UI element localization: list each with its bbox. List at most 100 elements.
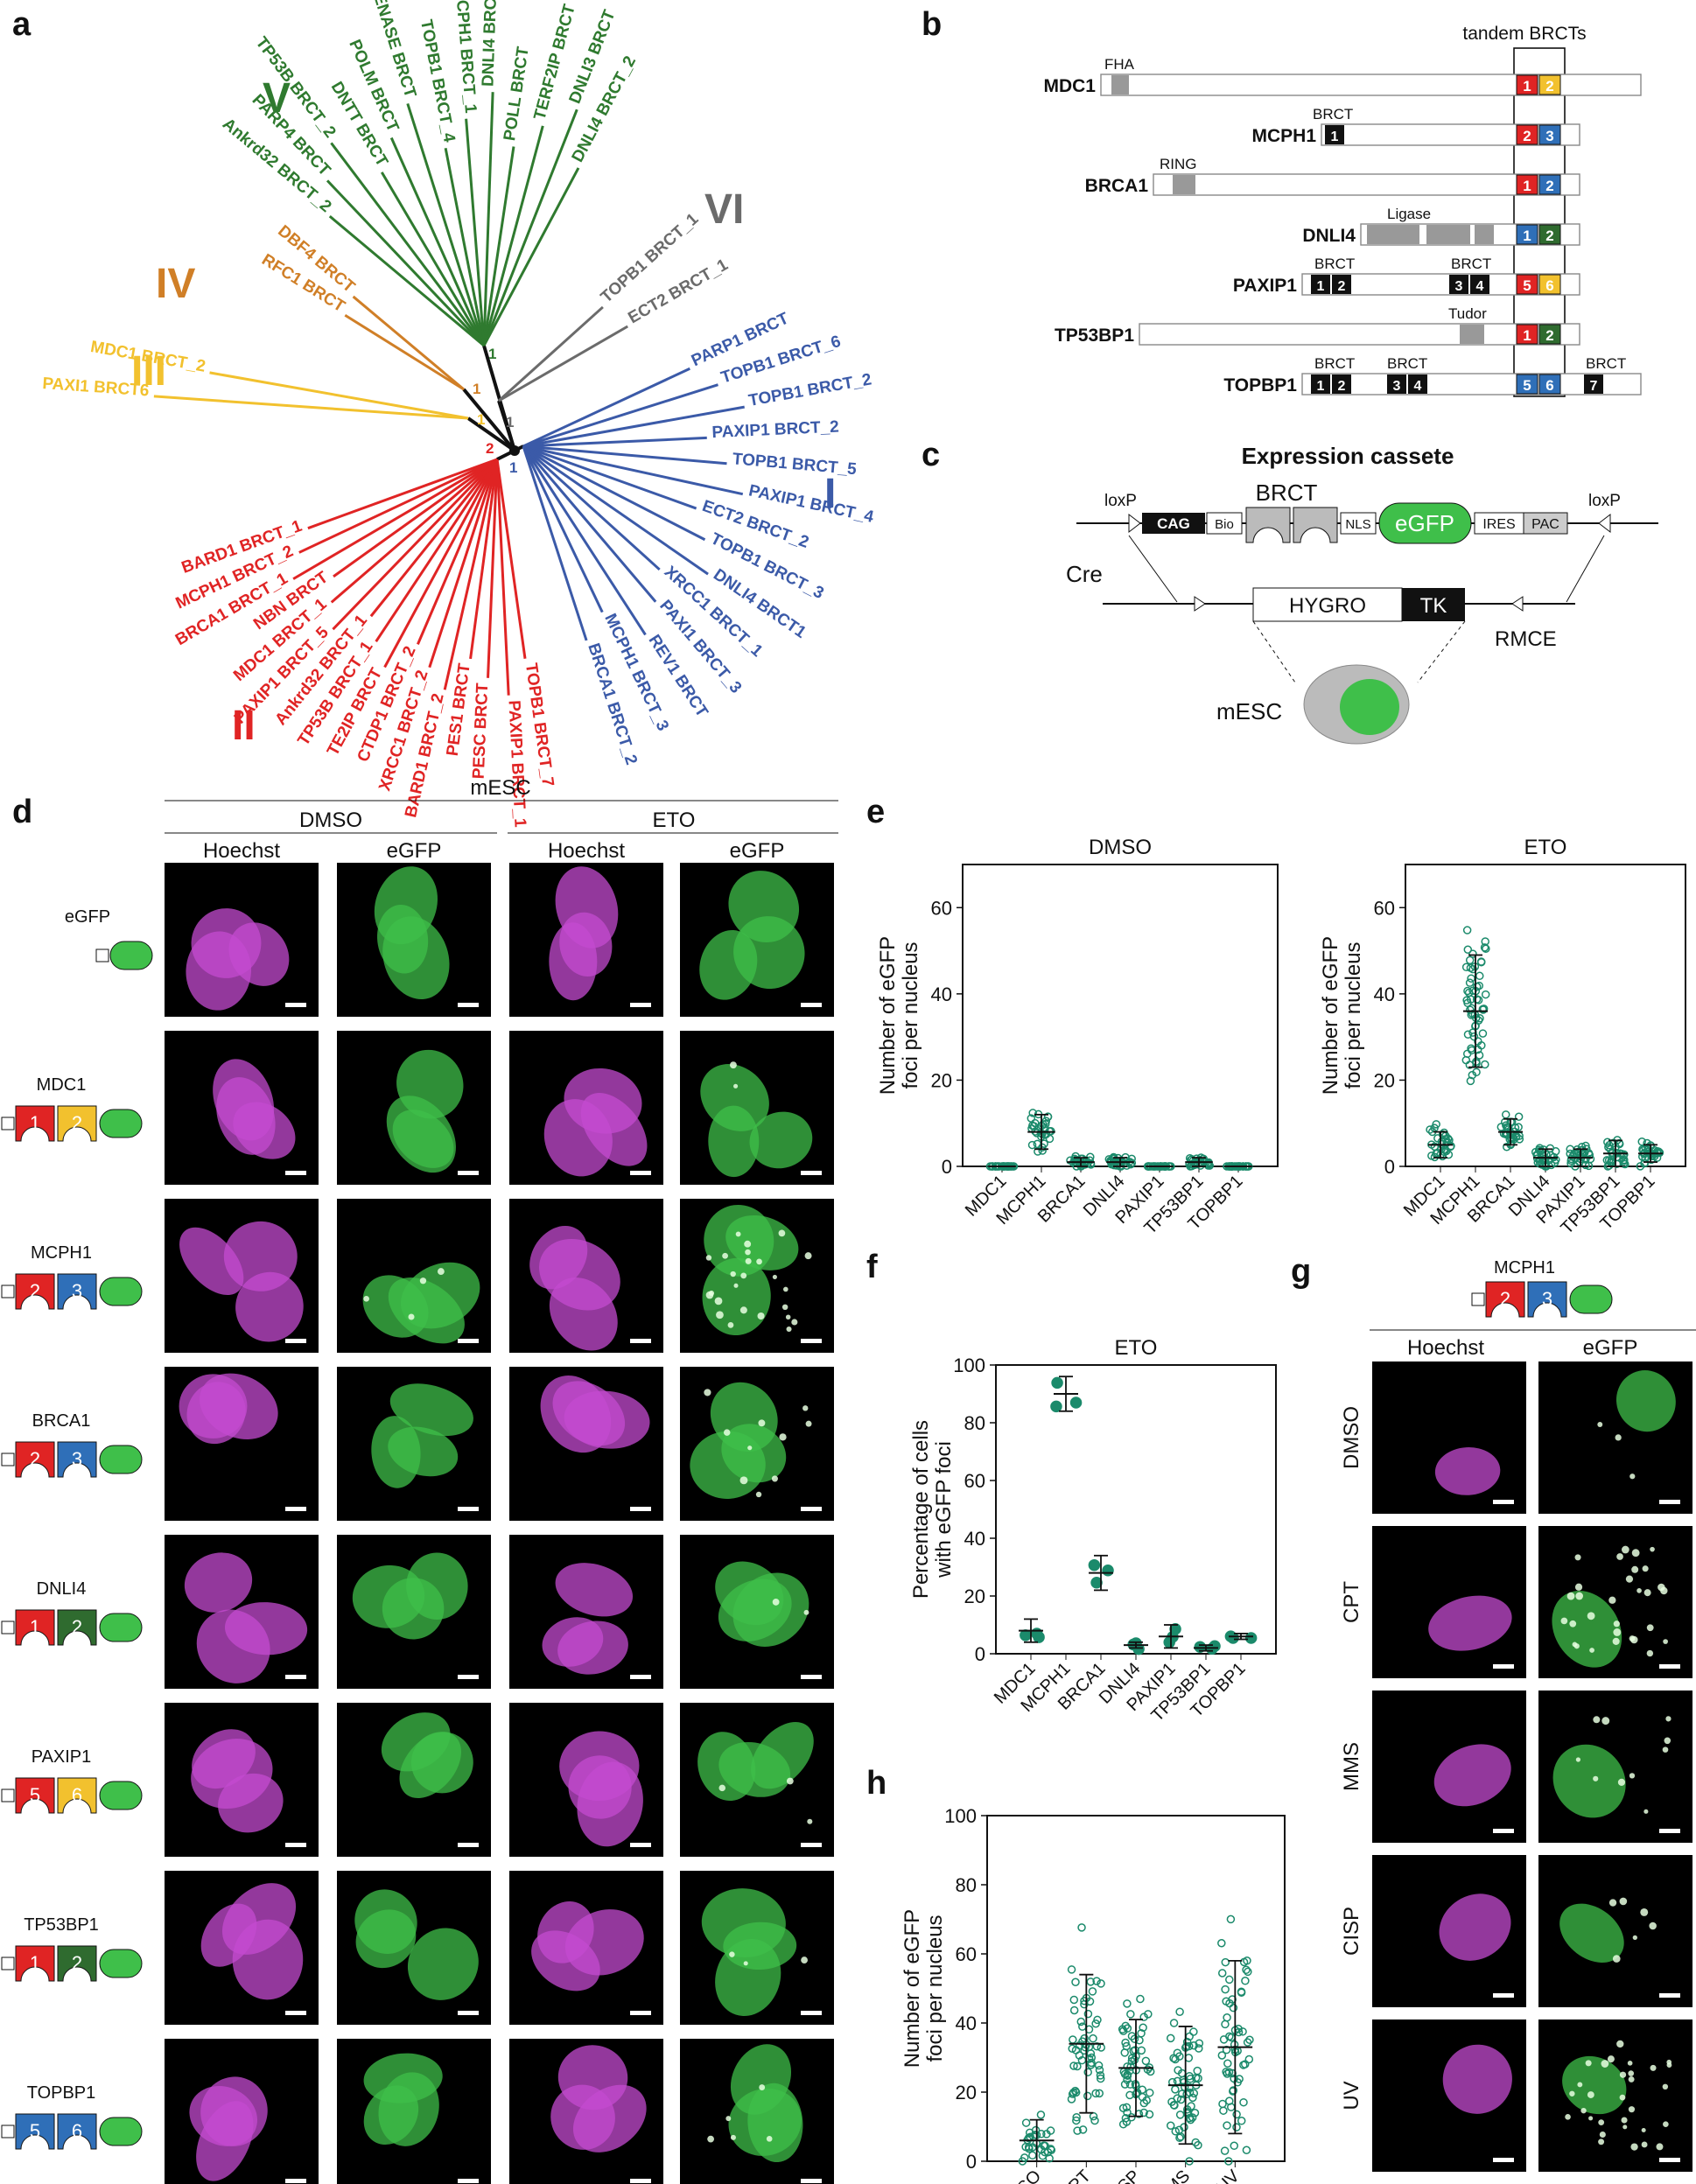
tree-branch (522, 444, 727, 466)
focus (714, 1297, 723, 1306)
y-axis-label: Number of eGFP (901, 1909, 924, 2068)
nucleus (407, 1928, 479, 2000)
nucleus (749, 1111, 813, 1169)
tree-branch (482, 146, 515, 346)
focus (1598, 2119, 1605, 2126)
focus (786, 1326, 792, 1333)
data-point (1072, 2116, 1081, 2125)
construct-name: eGFP (65, 907, 110, 927)
data-point (1225, 1975, 1234, 1984)
data-point (1144, 2010, 1153, 2019)
nucleus (224, 1602, 308, 1656)
focus (803, 1609, 809, 1615)
focus (1621, 2117, 1628, 2124)
loxp-triangle (1128, 513, 1141, 534)
construct-brct (15, 1609, 55, 1646)
focus (1643, 1589, 1651, 1597)
scale-bar (801, 1003, 822, 1007)
scale-bar (801, 2011, 822, 2015)
data-point (1221, 1984, 1230, 1994)
focus (1641, 2141, 1648, 2148)
tree-branch (495, 458, 527, 659)
focus (1574, 1554, 1581, 1561)
tree-branch (482, 125, 544, 346)
nucleus (1552, 1591, 1622, 1668)
tree-branch (428, 458, 499, 668)
construct-egfp (109, 941, 153, 970)
focus (781, 1304, 788, 1311)
focus (1569, 2090, 1575, 2096)
focus (1628, 2106, 1636, 2113)
data-point (1083, 2009, 1093, 2019)
tree-branch (443, 458, 499, 690)
y-axis-label: foci per nucleus (1342, 942, 1365, 1088)
data-point (1038, 1143, 1047, 1152)
data-point (1123, 1999, 1132, 2008)
data-point (1466, 963, 1475, 972)
construct-tag (95, 948, 109, 962)
data-point (1091, 2019, 1100, 2028)
construct-tag (1, 1956, 15, 1970)
bootstrap-value: 1 (506, 414, 514, 430)
focus (1642, 1565, 1649, 1572)
focus (1640, 1908, 1649, 1916)
tree-branch (522, 383, 718, 448)
y-tick-label: 80 (956, 1874, 977, 1896)
y-tick-label: 80 (964, 1412, 985, 1434)
brct-number: 1 (1523, 228, 1531, 244)
construct-brct (57, 1609, 97, 1646)
construct-egfp (99, 1109, 143, 1138)
brct-domain (1538, 224, 1561, 245)
brct-small (1332, 275, 1351, 294)
data-point (1472, 995, 1482, 1004)
tree-branch (497, 305, 604, 402)
column-header: eGFP (730, 839, 785, 863)
egfp-shape (1378, 502, 1472, 544)
tree-branch (522, 405, 745, 448)
clade-label-III: III (131, 348, 166, 395)
cag-label: CAG (1157, 515, 1190, 532)
domain-label: Ligase (1387, 206, 1431, 222)
data-point (1138, 2092, 1147, 2102)
data-point (1145, 2110, 1154, 2119)
scale-bar (1659, 1829, 1680, 1833)
tree-branch (469, 458, 499, 660)
data-point (1462, 926, 1472, 934)
tree-branch (369, 458, 499, 618)
construct-egfp (99, 1613, 143, 1642)
data-point (1088, 1558, 1101, 1572)
data-point (1136, 1994, 1145, 2004)
scale-bar (801, 1171, 822, 1175)
construct-tag (1, 1116, 15, 1130)
focus (1613, 1628, 1622, 1636)
nucleus (723, 1922, 797, 1970)
focus (772, 1274, 777, 1280)
data-point (1170, 2101, 1179, 2110)
focus (739, 1476, 748, 1485)
clade-label-I: I (824, 471, 836, 517)
data-point (1043, 1112, 1053, 1122)
construct-number: 2 (72, 1112, 82, 1134)
focus (718, 1784, 725, 1792)
nucleus (406, 1552, 468, 1620)
nucleus (1439, 1894, 1511, 1961)
focus (419, 1278, 427, 1284)
chart-title: DMSO (1089, 836, 1152, 859)
construct-egfp (99, 1445, 143, 1474)
tree-branch (298, 458, 498, 554)
g-col-header: eGFP (1583, 1336, 1638, 1360)
data-point (1467, 1044, 1475, 1054)
brct-number: 1 (1317, 379, 1325, 394)
data-point (1176, 2095, 1186, 2104)
data-point (1432, 1120, 1440, 1129)
tree-branch (328, 215, 485, 347)
data-point (1095, 2089, 1104, 2098)
loxp-triangle (1194, 596, 1206, 612)
data-point (1602, 1156, 1612, 1165)
scale-bar (630, 1003, 651, 1007)
construct-name: MDC1 (37, 1075, 87, 1095)
protein-name: MDC1 (1043, 76, 1096, 96)
nucleus (704, 1204, 774, 1277)
focus (1619, 2071, 1627, 2078)
